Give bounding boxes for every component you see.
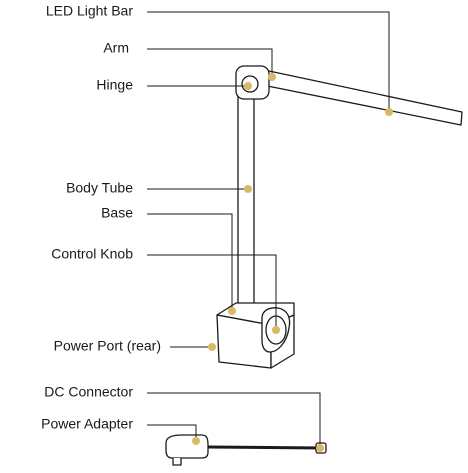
leader-dc-connector — [147, 392, 321, 448]
label-power-port: Power Port (rear) — [54, 338, 161, 354]
marker-arm — [268, 73, 276, 81]
marker-hinge — [244, 82, 252, 90]
lamp-illustration — [165, 65, 463, 466]
marker-dots — [192, 73, 393, 452]
marker-dc-connector — [316, 444, 324, 452]
label-power-adapter: Power Adapter — [41, 416, 133, 432]
marker-base — [228, 307, 236, 315]
marker-power-adapter — [192, 437, 200, 445]
marker-led-light-bar — [385, 108, 393, 116]
power-adapter-plug — [172, 458, 182, 466]
label-body-tube: Body Tube — [66, 180, 133, 196]
power-cable — [207, 445, 322, 450]
leader-power-adapter — [147, 424, 197, 441]
label-hinge: Hinge — [96, 77, 133, 93]
led-light-bar-shape — [259, 68, 463, 126]
label-arm: Arm — [103, 40, 129, 56]
marker-body-tube — [244, 185, 252, 193]
marker-control-knob — [272, 326, 280, 334]
leader-lines — [147, 11, 390, 448]
label-led-light-bar: LED Light Bar — [46, 3, 133, 19]
leader-led-light-bar — [147, 11, 390, 112]
label-base: Base — [101, 205, 133, 221]
leader-control-knob — [147, 254, 277, 330]
part-labels: LED Light Bar Arm Hinge Body Tube Base C… — [41, 3, 161, 432]
leader-base — [147, 213, 233, 311]
power-adapter-shape — [165, 434, 209, 459]
body-tube-shape — [237, 95, 255, 323]
leader-arm — [147, 48, 273, 77]
marker-power-port — [208, 343, 216, 351]
label-control-knob: Control Knob — [51, 246, 133, 262]
label-dc-connector: DC Connector — [44, 384, 133, 400]
